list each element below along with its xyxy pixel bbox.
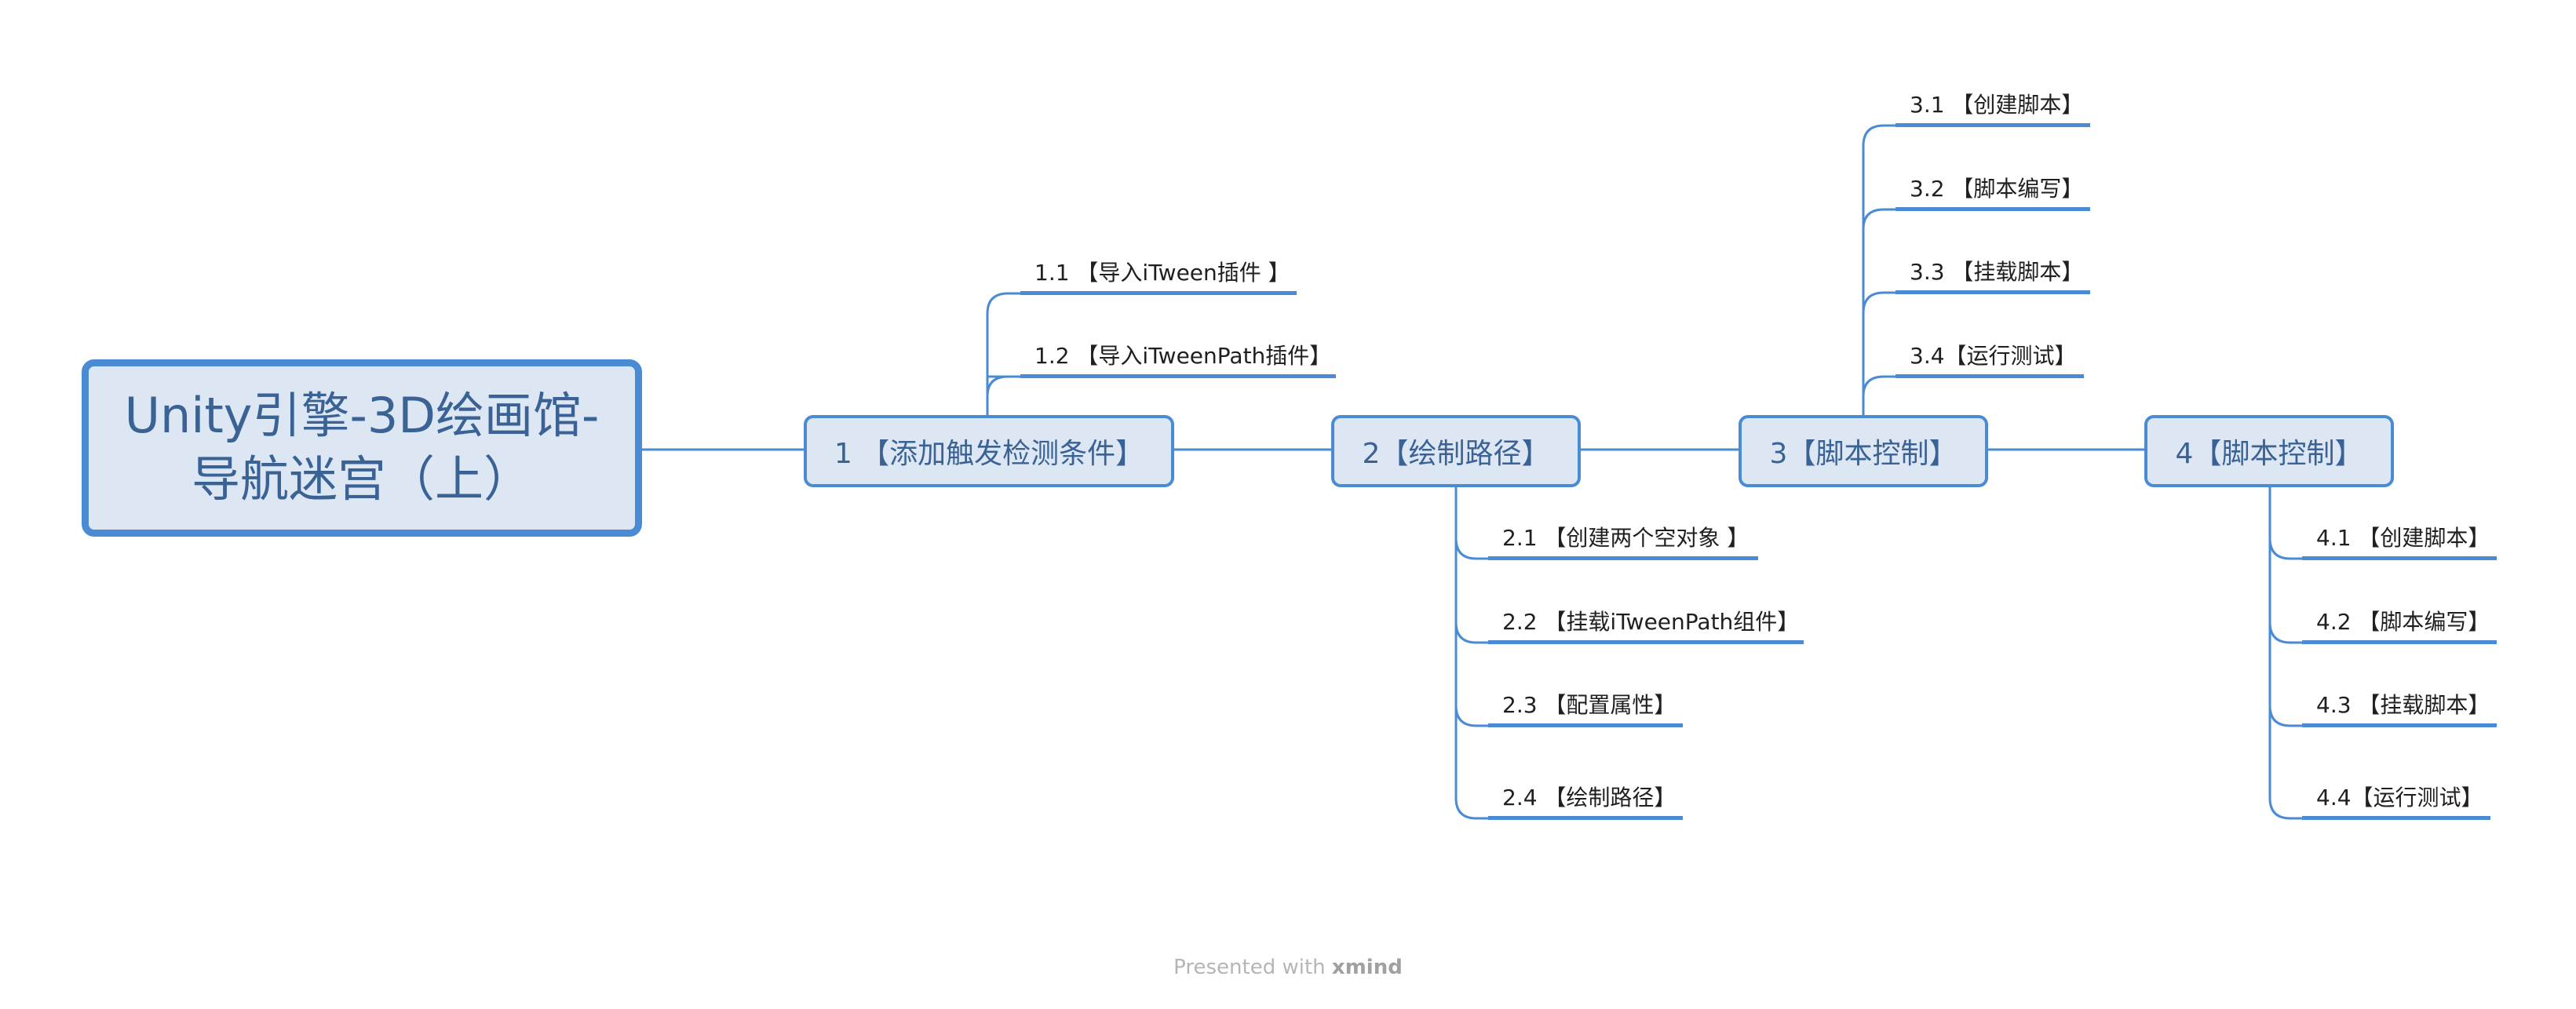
subtopic-3-4[interactable]: 3.4【运行测试】 [1896, 334, 2084, 378]
main-topic-2[interactable]: 2【绘制路径】 [1331, 415, 1581, 487]
central-topic[interactable]: Unity引擎-3D绘画馆- 导航迷宫（上） [82, 359, 642, 537]
connector-3-4 [1862, 375, 1896, 397]
subtopic-3-3[interactable]: 3.3 【挂载脚本】 [1896, 250, 2090, 294]
main-topic-1[interactable]: 1 【添加触发检测条件】 [804, 415, 1174, 487]
subtopic-3-1[interactable]: 3.1 【创建脚本】 [1896, 83, 2090, 127]
central-topic-line-2: 导航迷宫（上） [191, 450, 532, 508]
xmind-brand: xmind [1331, 956, 1403, 979]
subtopic-2-2[interactable]: 2.2 【挂载iTweenPath组件】 [1488, 600, 1804, 644]
subtopic-2-3[interactable]: 2.3 【配置属性】 [1488, 683, 1683, 727]
connector-4-2 [2268, 621, 2302, 644]
subtopic-1-2[interactable]: 1.2 【导入iTweenPath插件】 [1020, 334, 1336, 378]
connector-1-2b [986, 375, 1020, 397]
connector-2-2 [1454, 621, 1488, 644]
connector-3-3 [1862, 291, 1896, 314]
subtopic-4-1[interactable]: 4.1 【创建脚本】 [2302, 516, 2497, 560]
connector-4-1 [2268, 537, 2302, 560]
main-topic-4[interactable]: 4【脚本控制】 [2144, 415, 2394, 487]
subtopic-4-3[interactable]: 4.3 【挂载脚本】 [2302, 683, 2497, 727]
main-topic-3[interactable]: 3【脚本控制】 [1739, 415, 1988, 487]
subtopic-3-2[interactable]: 3.2 【脚本编写】 [1896, 167, 2090, 211]
connector-2-3 [1454, 705, 1488, 727]
subtopic-2-1[interactable]: 2.1 【创建两个空对象 】 [1488, 516, 1758, 560]
connector-3-1 [1862, 124, 1896, 415]
central-topic-line-1: Unity引擎-3D绘画馆- [124, 387, 600, 445]
connector-2-4 [1454, 487, 1488, 820]
subtopic-2-4[interactable]: 2.4 【绘制路径】 [1488, 776, 1683, 820]
connector-4-3 [2268, 705, 2302, 727]
footer-prefix: Presented with [1173, 956, 1332, 979]
subtopic-4-2[interactable]: 4.2 【脚本编写】 [2302, 600, 2497, 644]
connector-3-2 [1862, 208, 1896, 230]
subtopic-1-1[interactable]: 1.1 【导入iTween插件 】 [1020, 251, 1297, 295]
subtopic-4-4[interactable]: 4.4【运行测试】 [2302, 776, 2490, 820]
connector-2-1 [1454, 537, 1488, 560]
connector-1-1 [986, 292, 1020, 415]
connector-4-4 [2268, 487, 2302, 820]
presented-with-footer: Presented with xmind [0, 956, 2576, 979]
